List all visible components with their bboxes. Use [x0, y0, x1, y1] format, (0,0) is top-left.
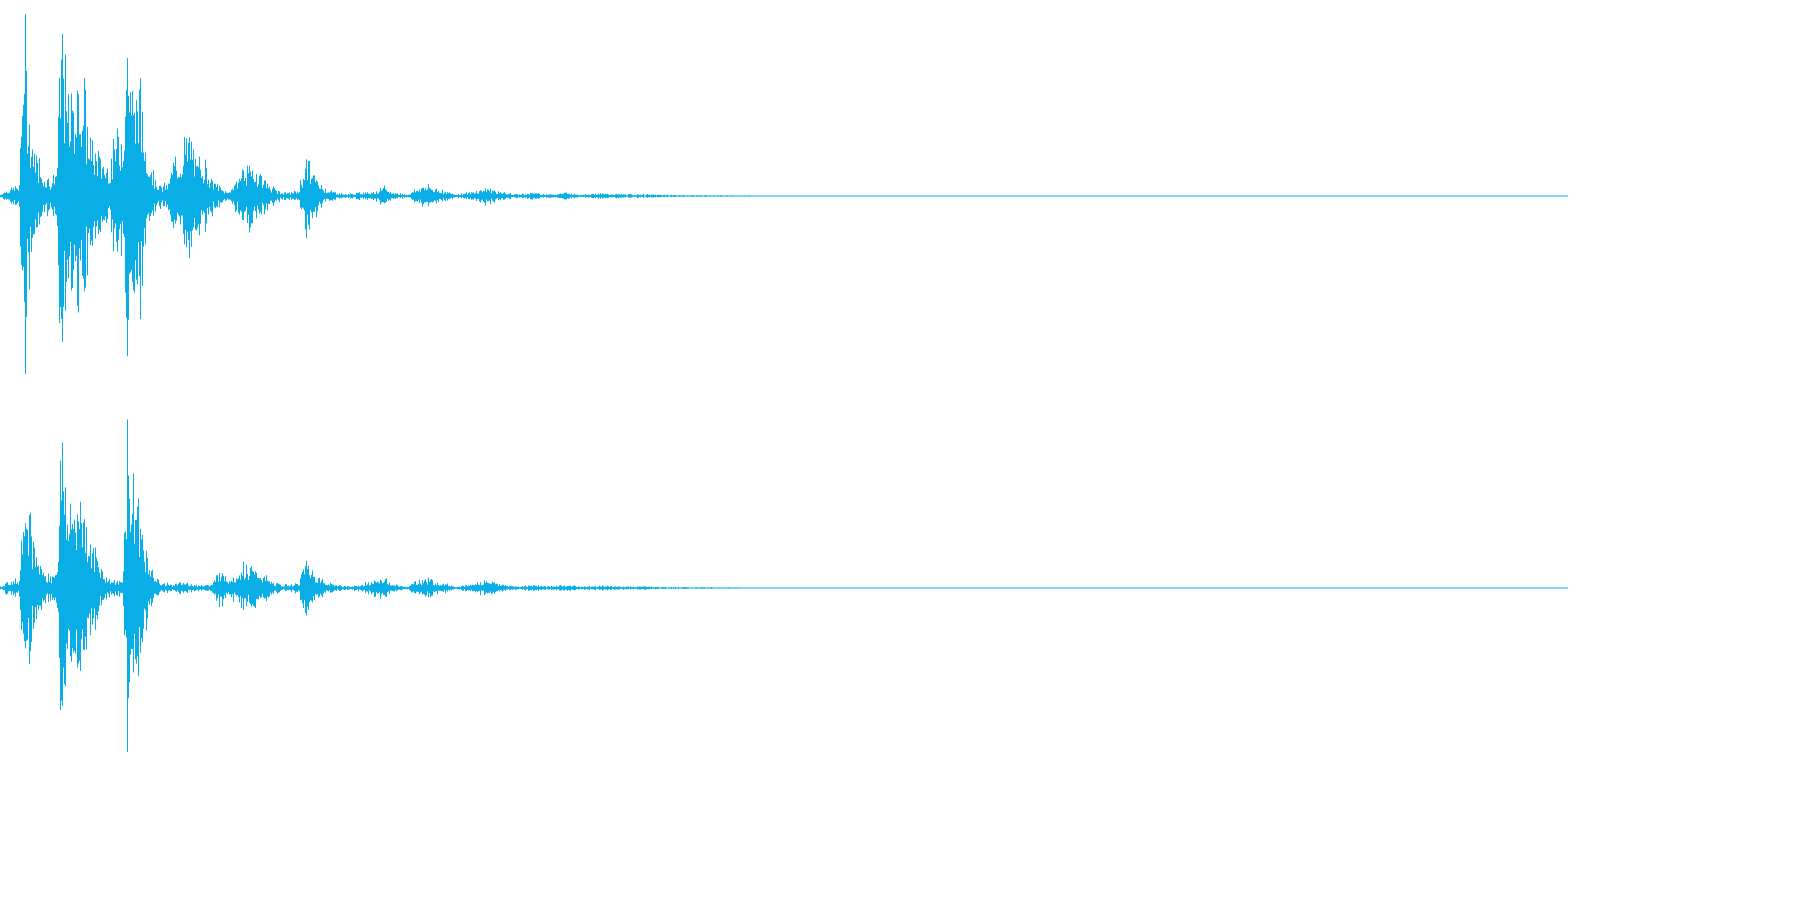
waveform-channel-2 [0, 419, 1568, 752]
waveform-channel-1 [0, 13, 1568, 374]
audio-waveform-view [0, 13, 1568, 752]
waveform-canvas [0, 13, 1568, 752]
waveform-samples [0, 419, 784, 752]
waveform-samples [0, 13, 784, 374]
